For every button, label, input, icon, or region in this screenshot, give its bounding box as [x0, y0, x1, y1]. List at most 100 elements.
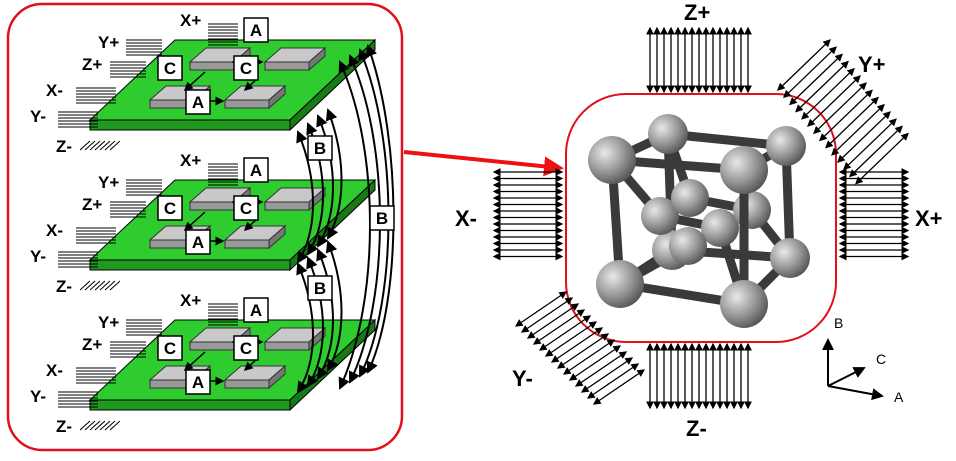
- box-label-text: C: [164, 59, 176, 78]
- label-y-minus: Y-: [512, 366, 533, 391]
- chip-link: [183, 211, 206, 232]
- link-b-text: B: [314, 279, 326, 298]
- chip-front: [224, 99, 270, 109]
- edge-arrow: [104, 280, 116, 291]
- lattice-node: [720, 280, 768, 328]
- bundle-arrow: [550, 327, 604, 363]
- chip-front: [189, 61, 235, 71]
- edge-arrow: [84, 420, 96, 431]
- lattice-node: [596, 260, 644, 308]
- edge-arrow: [89, 140, 101, 151]
- lattice-node: [669, 227, 707, 265]
- edge-arrow: [79, 140, 91, 151]
- label-x-minus: X-: [455, 206, 477, 231]
- chip-front: [189, 201, 235, 211]
- chip-link: [183, 71, 206, 92]
- edge-arrow: [99, 280, 111, 291]
- box-label-text: C: [164, 199, 176, 218]
- chip-a-label: A: [185, 229, 211, 255]
- bundle-arrow: [592, 369, 646, 405]
- chip-c-label: C: [233, 195, 259, 221]
- lattice-node: [720, 146, 768, 194]
- label-x-minus: X-: [46, 361, 63, 380]
- box-label-text: A: [250, 301, 262, 320]
- bundle-y-minus: [514, 291, 646, 405]
- bundle-arrow: [562, 339, 616, 375]
- edge-arrow: [84, 280, 96, 291]
- edge-arrow: [109, 420, 121, 431]
- lattice-node: [701, 209, 739, 247]
- bundle-arrow: [580, 357, 634, 393]
- bundle-arrow: [514, 291, 568, 327]
- box-label-text: A: [192, 233, 204, 252]
- chip-side: [268, 224, 286, 250]
- label-y-minus: Y-: [30, 247, 46, 266]
- zoom-arrow: [403, 150, 564, 177]
- chip-a-label: A: [243, 17, 269, 43]
- label-x-plus: X+: [180, 151, 201, 170]
- box-label-text: A: [250, 21, 262, 40]
- bundle-arrow: [532, 309, 586, 345]
- bundle-arrow: [538, 315, 592, 351]
- edge-arrow: [99, 140, 111, 151]
- label-z-plus: Z+: [82, 55, 102, 74]
- label-z-minus: Z-: [686, 416, 707, 441]
- bundle-arrow: [568, 345, 622, 381]
- bundle-arrow: [855, 132, 909, 185]
- axis-a-label: A: [894, 389, 904, 405]
- chip-a-label: A: [243, 157, 269, 183]
- label-z-plus: Z+: [82, 335, 102, 354]
- bundle-arrow: [813, 82, 867, 135]
- edge-arrow: [89, 280, 101, 291]
- bundle-y-plus: [777, 39, 909, 185]
- edge-arrow: [94, 140, 106, 151]
- board-front: [89, 399, 291, 411]
- bundle-arrow: [801, 67, 855, 120]
- chip-a-label: A: [185, 89, 211, 115]
- label-z-minus: Z-: [56, 277, 72, 296]
- label-y-minus: Y-: [30, 107, 46, 126]
- box-label-text: A: [250, 161, 262, 180]
- label-z-minus: Z-: [56, 417, 72, 436]
- lattice-node: [770, 238, 810, 278]
- chip-a-label: A: [243, 297, 269, 323]
- label-x-plus: X+: [180, 291, 201, 310]
- bundle-z-minus: [646, 342, 752, 410]
- axis-legend: B A C: [822, 315, 904, 405]
- edge-arrow: [109, 280, 121, 291]
- bundle-arrow: [586, 363, 640, 399]
- chip-front: [264, 341, 310, 351]
- label-y-plus: Y+: [98, 313, 119, 332]
- cube-frame: [565, 93, 837, 343]
- box-label-text: C: [164, 339, 176, 358]
- lattice-node: [648, 114, 688, 154]
- chip-front: [264, 61, 310, 71]
- box-label-text: C: [240, 199, 252, 218]
- bundle-arrow: [819, 89, 873, 142]
- label-z-plus: Z+: [684, 0, 710, 25]
- chip-c-label: C: [157, 335, 183, 361]
- label-y-plus: Y+: [98, 173, 119, 192]
- box-label-text: C: [240, 59, 252, 78]
- label-y-plus: Y+: [98, 33, 119, 52]
- label-x-minus: X-: [46, 221, 63, 240]
- bundle-arrow: [520, 297, 574, 333]
- label-x-minus: X-: [46, 81, 63, 100]
- bundle-arrow: [807, 75, 861, 127]
- lattice-node: [766, 126, 806, 166]
- bundle-arrow: [544, 321, 598, 357]
- node-cube: [588, 114, 810, 328]
- chip-side: [268, 364, 286, 390]
- bundle-x-plus: [838, 168, 910, 261]
- axis-b-label: B: [834, 315, 843, 331]
- label-y-minus: Y-: [30, 387, 46, 406]
- bundle-arrow: [831, 103, 885, 156]
- board-front: [89, 259, 291, 271]
- bundle-arrow: [526, 303, 580, 339]
- bundle-arrow: [843, 118, 897, 171]
- chip-a-label: A: [185, 369, 211, 395]
- bundle-arrow: [795, 60, 849, 113]
